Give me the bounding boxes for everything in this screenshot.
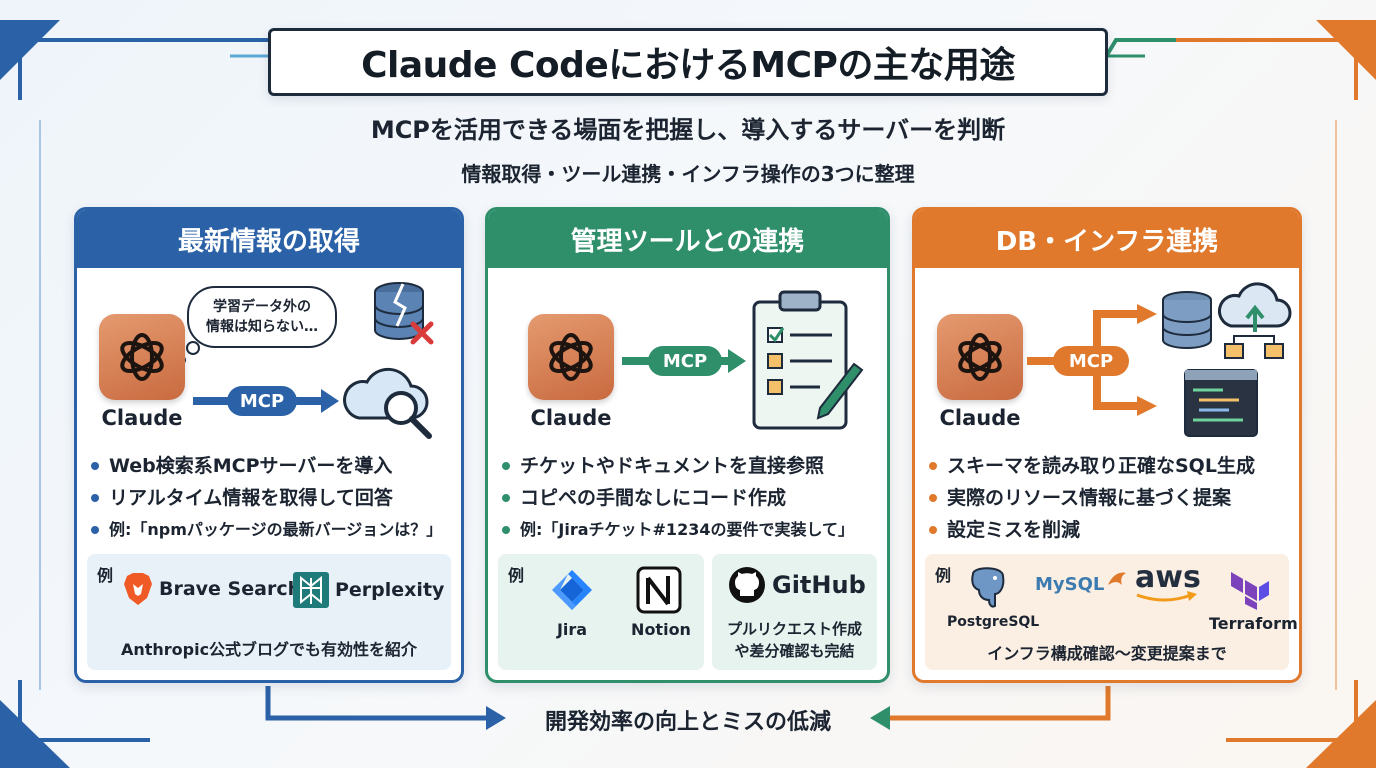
mcp-badge: MCP	[1053, 346, 1129, 376]
github-brand: GitHub	[728, 566, 866, 604]
mcp-badge: MCP	[648, 346, 722, 376]
example-label: 例	[508, 566, 525, 585]
list-item: 設定ミスを削減	[929, 514, 1291, 546]
claude-knot-icon	[120, 333, 164, 381]
example-box: 例 PostgreSQL MySQL aws Terraform インフラ構成	[925, 554, 1298, 670]
bullet-dot	[929, 494, 937, 502]
list-item: 実際のリソース情報に基づく提案	[929, 482, 1291, 514]
example-label: 例	[97, 566, 114, 585]
bullet-list: Web検索系MCPサーバーを導入 リアルタイム情報を取得して回答 例:「npmパ…	[91, 450, 453, 546]
bullet-text: 設定ミスを削減	[947, 519, 1081, 541]
list-item: コピペの手間なしにコード作成	[502, 482, 879, 514]
bullet-text: チケットやドキュメントを直接参照	[520, 455, 825, 477]
card-db-infra: DB・インフラ連携 Claude MCP	[912, 207, 1302, 683]
bullet-text: コピペの手間なしにコード作成	[520, 487, 787, 509]
card-latest-info: 最新情報の取得 学習データ外の 情報は知らない… Claude MCP	[74, 207, 464, 683]
claude-knot-icon	[549, 333, 593, 381]
claude-knot-icon	[958, 333, 1002, 381]
bullet-text: スキーマを読み取り正確なSQL生成	[947, 455, 1255, 477]
list-item: スキーマを読み取り正確なSQL生成	[929, 450, 1291, 482]
title-banner: Claude CodeにおけるMCPの主な用途	[268, 28, 1108, 96]
card-header: DB・インフラ連携	[915, 210, 1299, 268]
list-item: リアルタイム情報を取得して回答	[91, 482, 453, 514]
brand-label: PostgreSQL	[947, 614, 1040, 630]
example-box-github: GitHub プルリクエスト作成 や差分確認も完結	[712, 554, 877, 670]
github-caption-line2: や差分確認も完結	[734, 642, 855, 660]
cloud-search-icon	[343, 367, 432, 439]
page-title: Claude CodeにおけるMCPの主な用途	[361, 45, 1015, 86]
bullet-text: リアルタイム情報を取得して回答	[109, 487, 393, 509]
brand-label: Brave Search	[159, 578, 302, 600]
aws-smile-icon	[1136, 591, 1197, 602]
bullet-dot	[502, 494, 510, 502]
brand-label: GitHub	[772, 571, 866, 599]
brand-label: Perplexity	[335, 579, 445, 601]
list-item: 例:「npmパッケージの最新バージョンは？」	[91, 514, 453, 546]
mysql-brand: MySQL	[1035, 572, 1128, 595]
cloud-upload-icon	[1218, 282, 1292, 359]
bullet-dot	[91, 494, 99, 502]
github-caption: プルリクエスト作成 や差分確認も完結	[712, 618, 877, 662]
card-tool-integration: 管理ツールとの連携 Claude MCP チケットやドキュメントを直接参照 コピ…	[485, 207, 890, 683]
bottom-outcome-label: 開発効率の向上とミスの低減	[544, 710, 831, 735]
example-label: 例	[935, 566, 952, 585]
bullet-dot	[929, 526, 937, 534]
example-box: 例 Jira Notion	[498, 554, 704, 670]
bubble-text-line1: 学習データ外の	[213, 299, 311, 315]
brand-label: aws	[1135, 560, 1201, 595]
example-box: 例 Brave Search Perplexity Anthropic公式ブログ…	[87, 554, 451, 670]
bullet-dot	[502, 462, 510, 470]
notion-icon	[636, 566, 682, 614]
bullet-dot	[502, 526, 510, 534]
perplexity-icon	[293, 572, 329, 608]
brand-label: Notion	[631, 620, 691, 639]
mcp-badge: MCP	[227, 386, 297, 416]
bullet-list: スキーマを読み取り正確なSQL生成 実際のリソース情報に基づく提案 設定ミスを削…	[929, 450, 1291, 546]
bullet-dot	[929, 462, 937, 470]
postgresql-elephant-icon	[971, 567, 1005, 608]
list-item: Web検索系MCPサーバーを導入	[91, 450, 453, 482]
mysql-dolphin-icon	[1108, 572, 1127, 585]
bullet-dot	[91, 526, 99, 534]
list-item: 例:「Jiraチケット#1234の要件で実装して」	[502, 514, 879, 546]
claude-label: Claude	[939, 406, 1021, 430]
card-header: 管理ツールとの連携	[488, 210, 887, 268]
subtitle: MCPを活用できる場面を把握し、導入するサーバーを判断	[370, 116, 1006, 144]
github-caption-line1: プルリクエスト作成	[726, 620, 862, 638]
perplexity-brand: Perplexity	[293, 572, 444, 608]
example-caption: インフラ構成確認～変更提案まで	[987, 644, 1227, 663]
terminal-icon	[1184, 369, 1258, 437]
bullet-text: 例:「Jiraチケット#1234の要件で実装して」	[520, 520, 854, 539]
brand-label: Terraform	[1209, 614, 1298, 633]
claude-label: Claude	[530, 406, 612, 430]
broken-database-icon	[374, 282, 434, 345]
claude-logo	[528, 314, 614, 400]
claude-label: Claude	[101, 406, 183, 430]
clipboard-checklist-icon	[752, 290, 864, 430]
terraform-icon	[1231, 572, 1269, 610]
jira-icon	[552, 570, 592, 610]
github-octocat-icon	[729, 567, 765, 603]
bullet-list: チケットやドキュメントを直接参照 コピペの手間なしにコード作成 例:「Jiraチ…	[502, 450, 879, 546]
brave-lion-icon	[124, 573, 152, 605]
bullet-dot	[91, 462, 99, 470]
claude-logo	[937, 314, 1023, 400]
claude-logo	[99, 314, 185, 400]
bullet-text: Web検索系MCPサーバーを導入	[109, 455, 393, 477]
bullet-text: 実際のリソース情報に基づく提案	[947, 487, 1232, 509]
brand-label: MySQL	[1035, 574, 1105, 595]
subtitle-secondary: 情報取得・ツール連携・インフラ操作の3つに整理	[461, 162, 915, 186]
aws-brand: aws	[1135, 560, 1201, 603]
bubble-text-line2: 情報は知らない…	[206, 319, 318, 335]
brand-label: Jira	[556, 620, 588, 639]
bullet-text: 例:「npmパッケージの最新バージョンは？」	[109, 520, 443, 539]
database-icon	[1162, 291, 1212, 349]
example-caption: Anthropic公式ブログでも有効性を紹介	[120, 640, 418, 659]
thought-bubble: 学習データ外の 情報は知らない…	[187, 286, 337, 348]
list-item: チケットやドキュメントを直接参照	[502, 450, 879, 482]
brave-search-brand: Brave Search	[123, 572, 301, 606]
card-header: 最新情報の取得	[77, 210, 461, 268]
